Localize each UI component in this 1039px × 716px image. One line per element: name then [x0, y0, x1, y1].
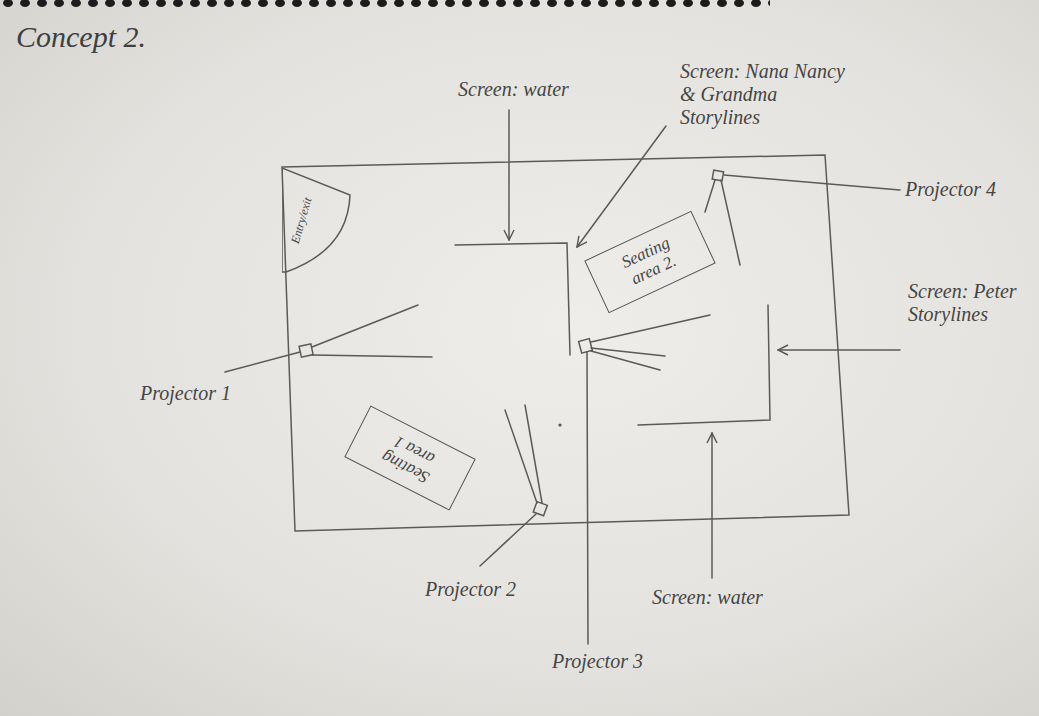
screen-label: Screen: Nana Nancy & Grandma Storylines [680, 60, 860, 129]
area-label: Seating area 2. [605, 228, 695, 297]
projector-symbol [712, 170, 723, 181]
callout-arrow [711, 433, 713, 578]
projector-label: Projector 1 [140, 382, 231, 405]
leader-line [724, 175, 900, 190]
seating-area: Seating area 1 [344, 405, 475, 510]
screen-label: Screen: water [652, 586, 763, 609]
leader-line [225, 352, 300, 372]
callout-arrow [508, 110, 510, 240]
projection-beam [505, 405, 542, 503]
seating-area: Seating area 2. [584, 211, 715, 313]
spiral-holes [0, 0, 770, 9]
screen-wall [455, 243, 570, 355]
projector-label: Projector 3 [552, 650, 643, 673]
projector-symbol [299, 344, 313, 357]
projection-beam [591, 315, 710, 370]
door-label: Entry/exit [287, 195, 314, 245]
projection-beam [705, 180, 740, 265]
pencil-dot [558, 423, 561, 426]
entry-door: Entry/exit [282, 168, 356, 274]
screen-label: Screen: Peter Storylines [908, 280, 1033, 326]
sketch-title: Concept 2. [16, 20, 146, 54]
leader-line [587, 352, 588, 644]
projector-label: Projector 4 [905, 178, 996, 201]
projection-beam [312, 305, 432, 357]
area-label: Seating area 1 [365, 423, 455, 494]
screen-label: Screen: water [458, 78, 569, 101]
screen-wall [638, 305, 770, 425]
leader-line [480, 514, 536, 566]
projector-label: Projector 2 [425, 578, 516, 601]
door-swing-outline [282, 168, 350, 272]
room-outline [282, 155, 849, 531]
callout-arrow [577, 126, 666, 247]
callout-arrow [778, 349, 900, 351]
